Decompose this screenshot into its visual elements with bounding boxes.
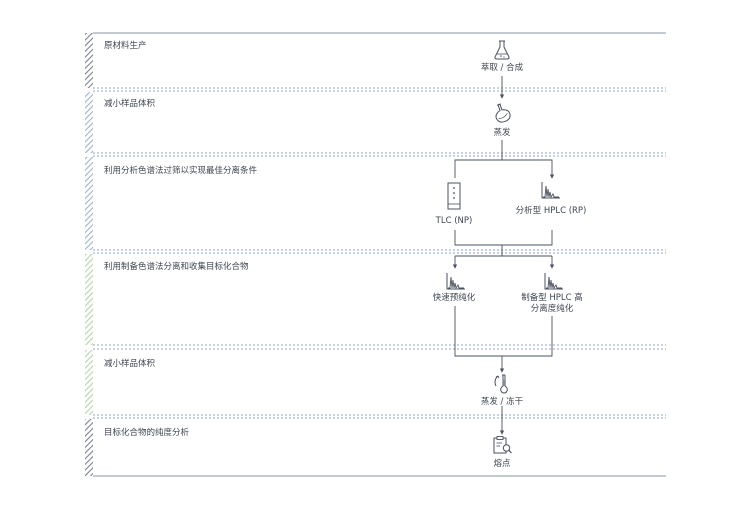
tlc-label: TLC (NP): [435, 216, 473, 226]
stage-5-hatch-bar: [85, 350, 93, 415]
evap-freeze-label: 蒸发 / 冻干: [480, 397, 524, 407]
split-to-screening: [454, 140, 503, 178]
stage-3-hatch-bar: [85, 157, 93, 250]
chromatogram-icon: [541, 182, 560, 199]
clipboard-search-icon: [493, 436, 512, 454]
flask-icon: [494, 40, 510, 60]
screening-merge: [454, 230, 553, 246]
chromatogram-icon: [544, 273, 563, 290]
stage-dividers: [93, 87, 666, 419]
prep-merge: [454, 306, 553, 357]
stage-1-label: 原材料生产: [104, 41, 147, 51]
stage-1-hatch-bar: [85, 33, 93, 88]
rotary-evaporator-icon: [494, 374, 508, 394]
flow-connectors: [452, 76, 555, 435]
stage-3-label: 利用分析色谱法过筛以实现最佳分离条件: [104, 166, 258, 176]
stage-5-label: 减小样品体积: [104, 359, 156, 369]
prep-hplc-label-line1: 制备型 HPLC 高: [521, 293, 583, 303]
extraction-label: 萃取 / 合成: [480, 63, 524, 73]
round-bottom-flask-icon: [495, 103, 511, 123]
stage-6-hatch-bar: [85, 419, 93, 476]
stage-2-hatch-bar: [85, 92, 93, 153]
tlc-plate-icon: [447, 182, 461, 210]
melting-point-label: 熔点: [493, 459, 511, 469]
chromatogram-icon: [446, 273, 465, 290]
stage-4-label: 利用制备色谱法分离和收集目标化合物: [104, 262, 249, 272]
prep-hplc-label-line2: 分离度纯化: [530, 304, 574, 314]
split-to-analytical-hplc: [502, 159, 555, 179]
flash-label: 快速预纯化: [432, 293, 476, 303]
evaporation-label: 蒸发: [493, 128, 511, 138]
stage-6-label: 目标化合物的纯度分析: [104, 428, 190, 438]
stage-4-hatch-bar: [85, 254, 93, 345]
analytical-hplc-label: 分析型 HPLC (RP): [515, 206, 587, 216]
stage-2-label: 减小样品体积: [104, 99, 156, 109]
